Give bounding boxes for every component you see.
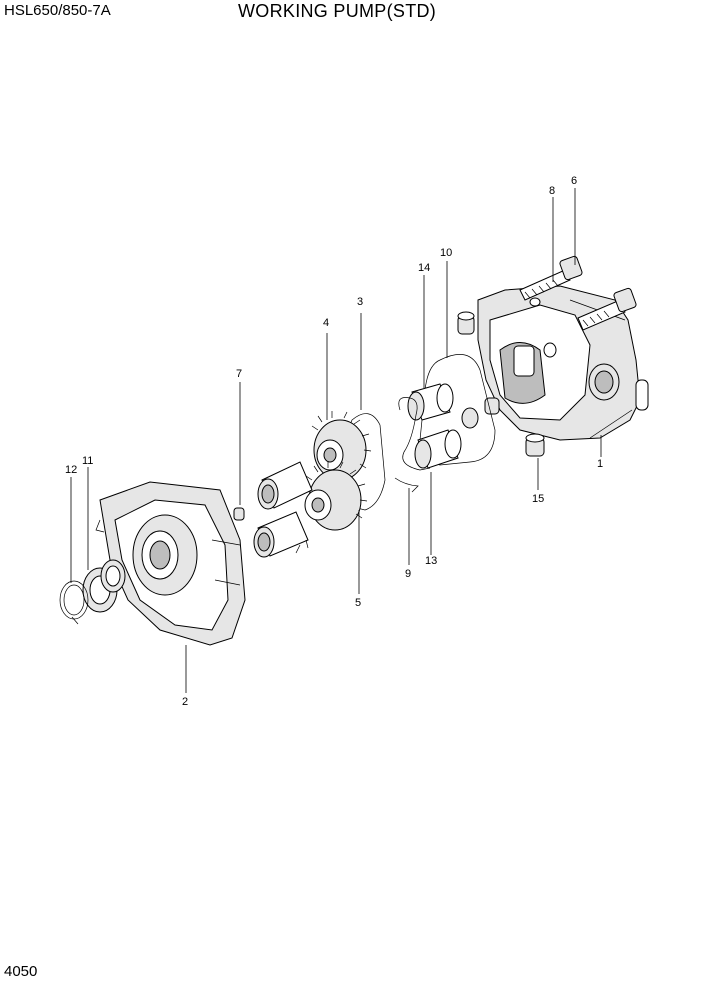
callout-9: 9 — [405, 568, 411, 580]
callout-13: 13 — [425, 555, 437, 567]
seal-ring — [398, 397, 431, 471]
small-pin — [233, 507, 245, 521]
bolt-upper — [519, 255, 583, 301]
page-title: WORKING PUMP(STD) — [238, 1, 437, 21]
callout-11: 11 — [82, 455, 93, 467]
model-code: HSL650/850-7A — [4, 2, 111, 19]
snap-ring — [59, 580, 89, 625]
callout-1: 1 — [597, 458, 603, 470]
callout-15: 15 — [532, 493, 544, 505]
callout-7: 7 — [236, 368, 242, 380]
callout-14: 14 — [418, 262, 430, 274]
driven-gear — [304, 461, 368, 531]
callout-2: 2 — [182, 696, 188, 708]
leader-lines — [70, 188, 602, 693]
callout-4: 4 — [323, 317, 329, 329]
callout-6: 6 — [571, 175, 577, 187]
dowel-pins — [457, 311, 545, 457]
oil-seal — [82, 559, 126, 613]
bolt-lower — [577, 287, 637, 331]
callout-12: 12 — [65, 464, 77, 476]
callout-10: 10 — [440, 247, 452, 259]
backup-ring — [394, 477, 419, 493]
front-cover — [95, 481, 246, 646]
page-number: 4050 — [4, 963, 38, 980]
callout-8: 8 — [549, 185, 555, 197]
callout-3: 3 — [357, 296, 363, 308]
pump-body — [477, 285, 649, 441]
callout-5: 5 — [355, 597, 361, 609]
shaft-bushings — [253, 461, 313, 558]
drive-gear — [311, 411, 372, 481]
bushings — [407, 383, 479, 469]
bolts — [519, 255, 637, 331]
o-ring-seal — [419, 354, 496, 466]
